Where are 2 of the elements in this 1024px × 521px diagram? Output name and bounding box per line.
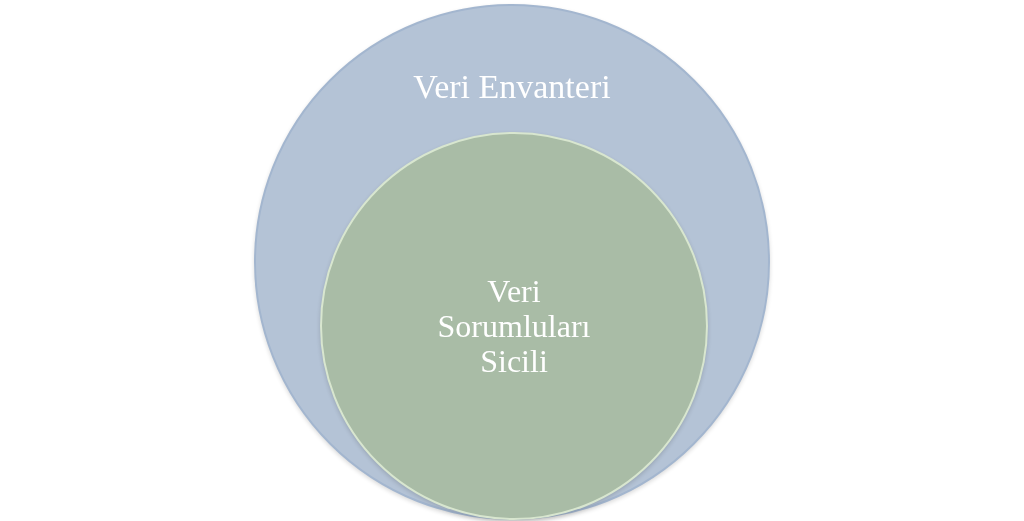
- circle-label: Veri Envanteri: [412, 68, 612, 106]
- circle-label: Veri Sorumluları Sicili: [436, 274, 592, 380]
